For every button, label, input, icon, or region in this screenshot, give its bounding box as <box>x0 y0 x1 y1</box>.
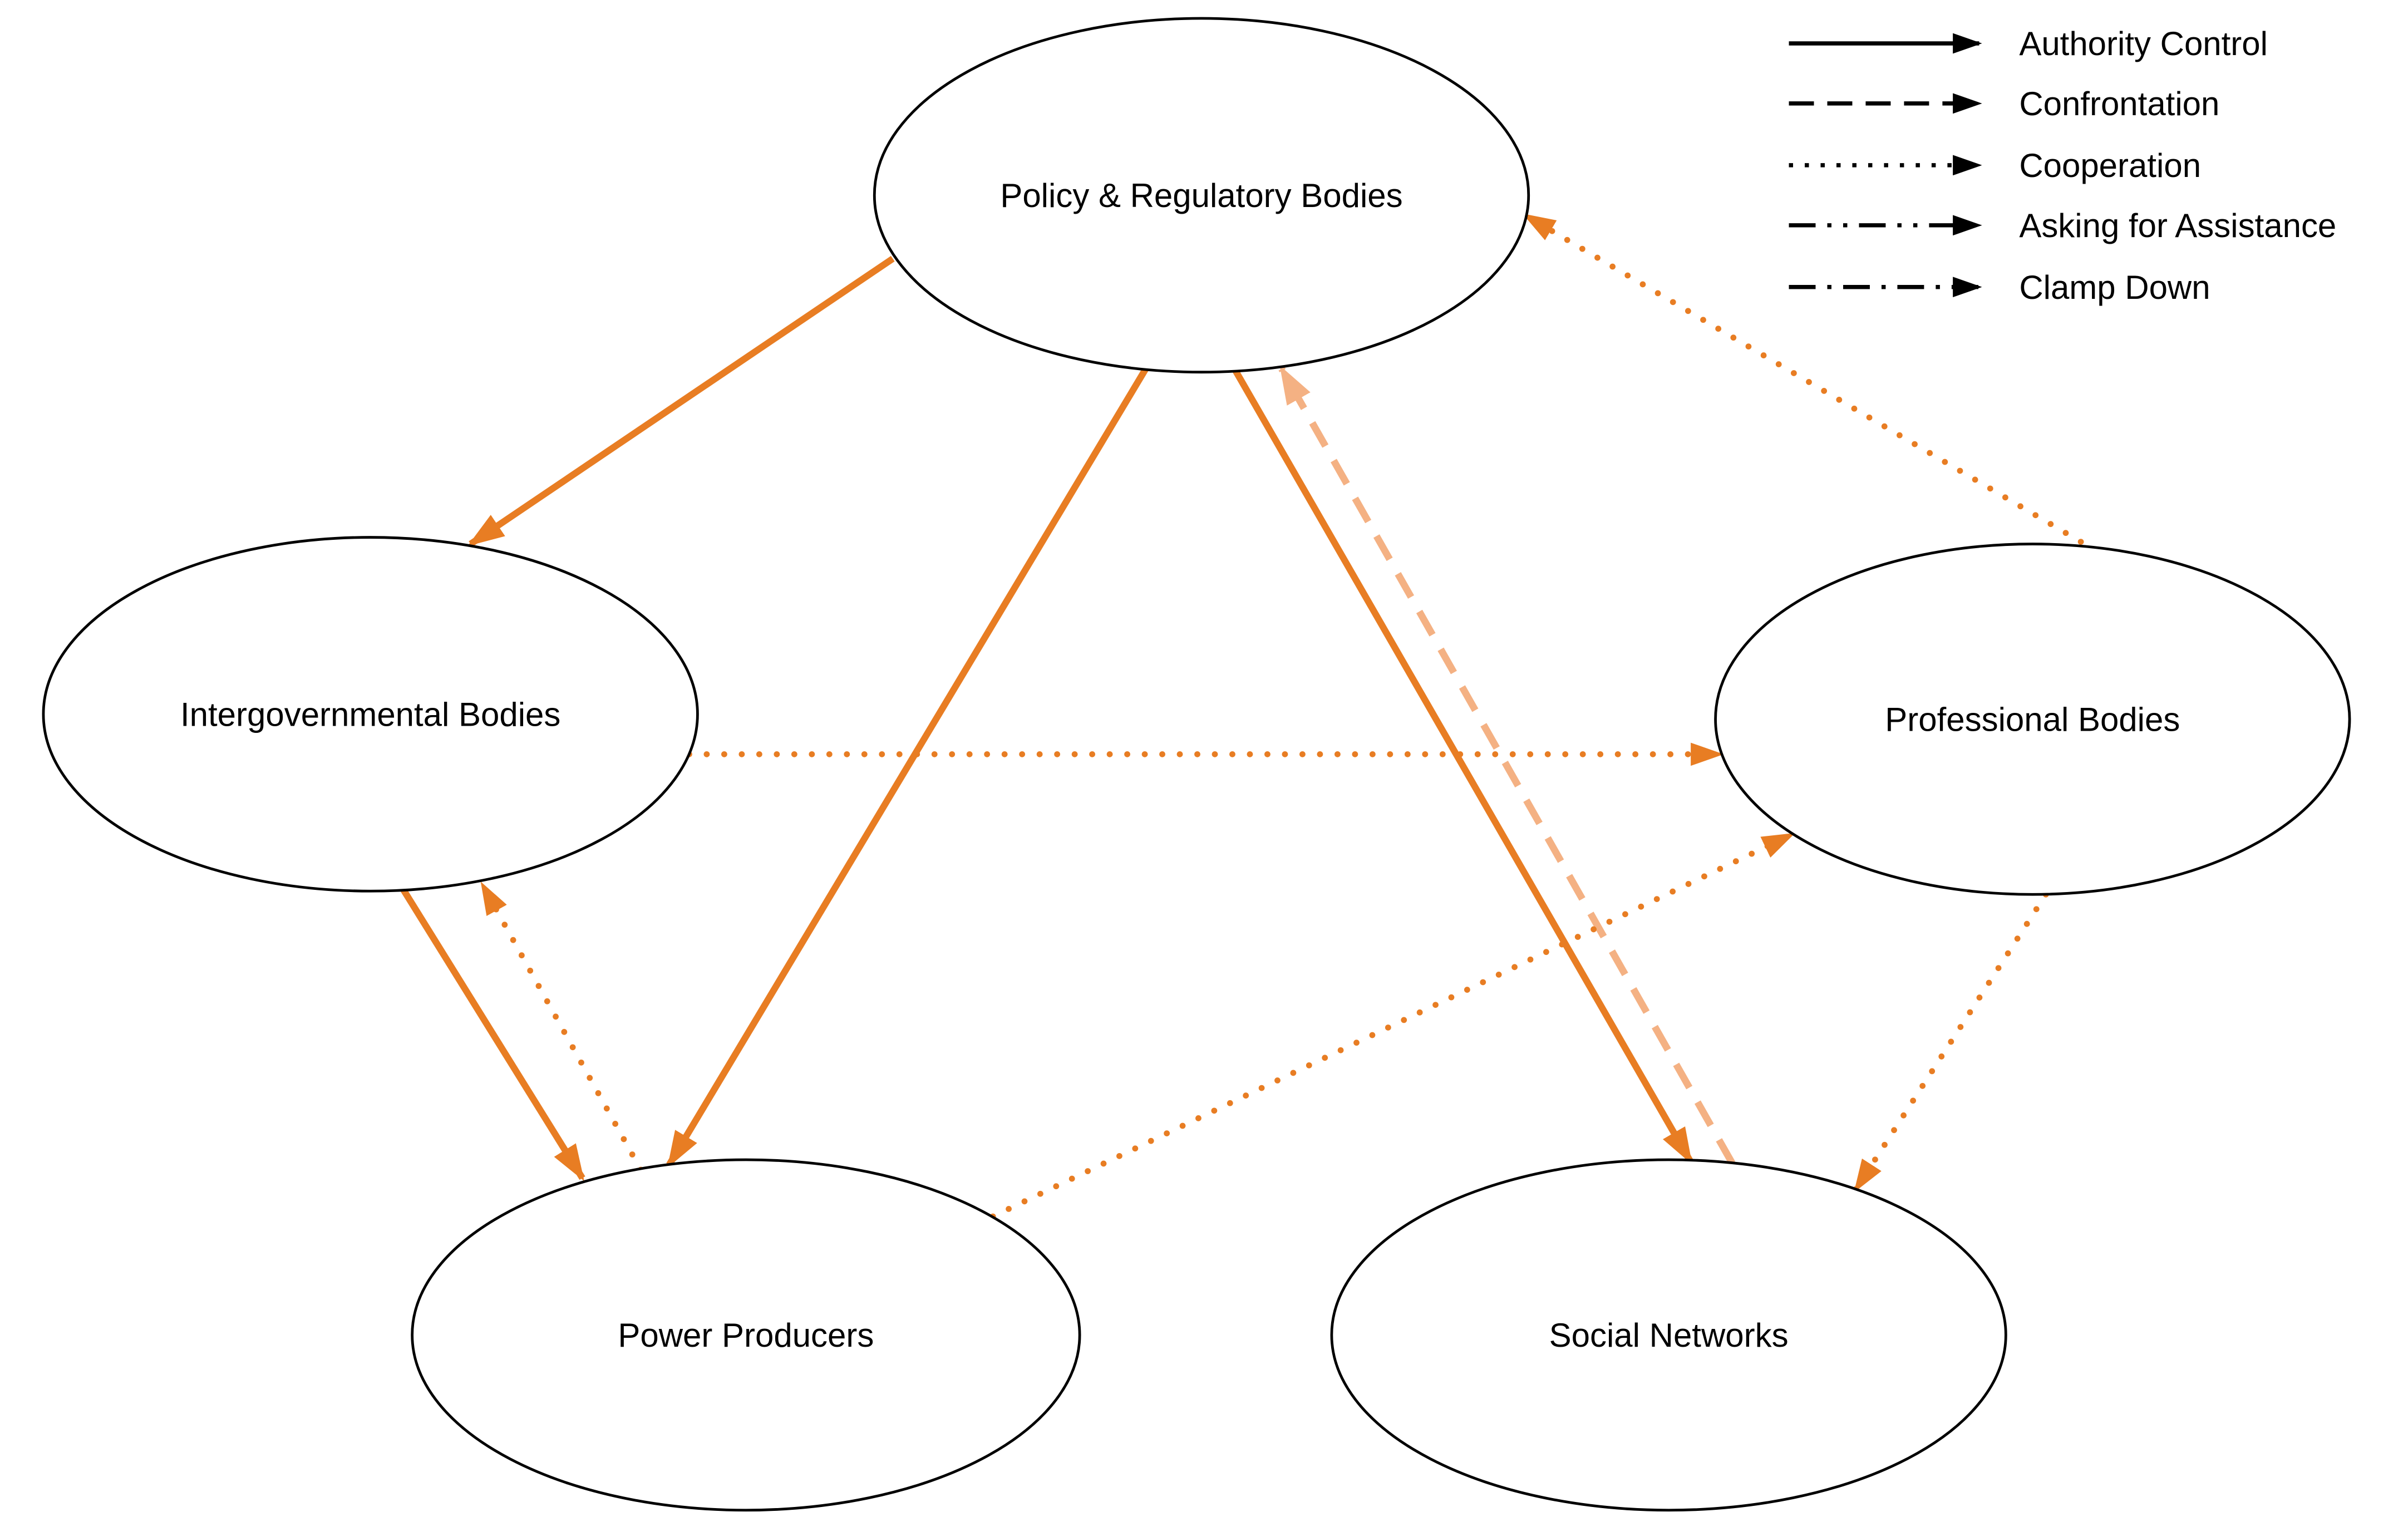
edge-policy-to-power-authority-control <box>666 360 1153 1168</box>
edge-policy-to-intergovernmental-authority-control <box>467 255 895 547</box>
node-ellipse-power <box>411 1158 1081 1512</box>
node-label-policy: Policy & Regulatory Bodies <box>1000 177 1402 214</box>
edge-policy-to-social-authority-control <box>1228 362 1693 1165</box>
legend-label-cooperation: Cooperation <box>2019 147 2201 184</box>
node-label-professional: Professional Bodies <box>1885 701 2180 738</box>
edge-professional-to-social-cooperation <box>1853 891 2049 1193</box>
node-ellipse-social <box>1330 1158 2007 1512</box>
legend-label-asking-for-assistance: Asking for Assistance <box>2019 207 2336 244</box>
edge-power-to-professional-cooperation <box>989 831 1795 1220</box>
node-label-social: Social Networks <box>1549 1317 1789 1354</box>
edge-power-to-intergovernmental-cooperation <box>479 881 644 1173</box>
legend-label-clamp-down: Clamp Down <box>2019 269 2210 306</box>
node-label-intergovernmental: Intergovernmental Bodies <box>180 696 560 733</box>
node-layer: Policy & Regulatory Bodies Intergovernme… <box>42 17 2351 1512</box>
node-label-power: Power Producers <box>618 1317 874 1354</box>
edge-professional-to-policy-cooperation <box>1522 212 2099 554</box>
legend-label-authority-control: Authority Control <box>2019 25 2268 62</box>
legend: Authority Control Confrontation Cooperat… <box>1789 25 2336 306</box>
node-ellipse-professional <box>1714 543 2351 896</box>
edge-intergovernmental-to-power-authority-control <box>399 886 585 1181</box>
legend-label-confrontation: Confrontation <box>2019 85 2219 122</box>
node-ellipse-intergovernmental <box>42 536 699 893</box>
edge-layer <box>399 212 2099 1220</box>
edge-social-to-policy-confrontation <box>1278 365 1736 1165</box>
node-ellipse-policy <box>873 17 1530 374</box>
